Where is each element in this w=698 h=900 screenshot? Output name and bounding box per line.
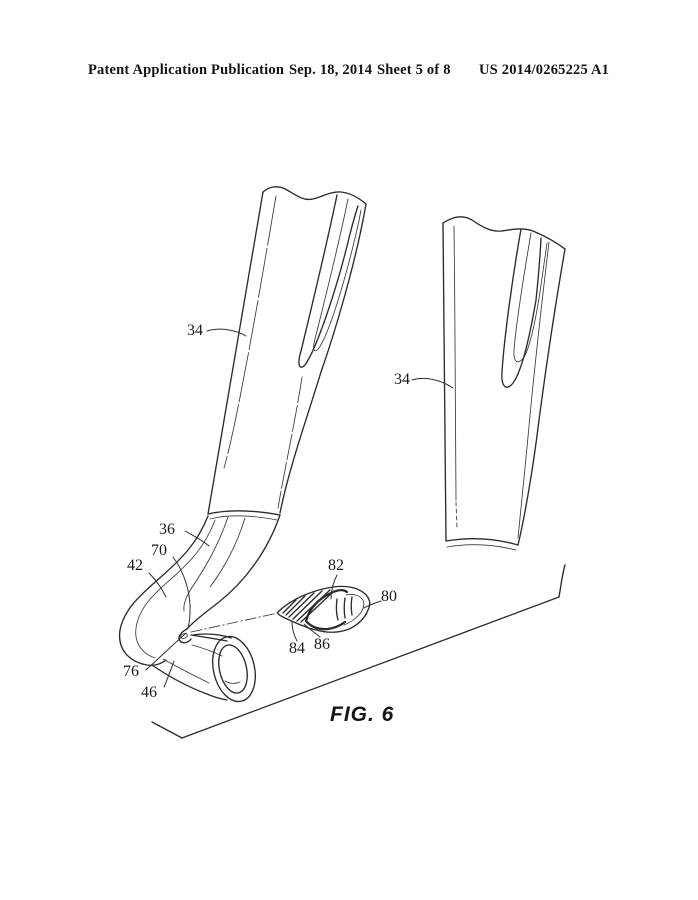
alignment-centerline (190, 612, 279, 633)
ground-plane-lines (151, 564, 566, 739)
leader-42 (148, 572, 167, 598)
insert-outline (276, 585, 371, 633)
header-patent-number: US 2014/0265225 A1 (479, 62, 610, 78)
header-date: Sep. 18, 2014 (289, 62, 373, 78)
ref-label-46: 46 (141, 684, 157, 701)
front-groove-inner (513, 232, 548, 363)
tube-inner-rim (218, 644, 248, 694)
ref-label-76: 76 (123, 663, 139, 680)
shaft-groove-inner (313, 198, 362, 352)
ground-line-left (151, 721, 183, 739)
ground-line-long (181, 596, 560, 739)
leader-70 (172, 556, 191, 629)
ref-label-84: 84 (289, 640, 305, 657)
ref-label-82: 82 (328, 557, 344, 574)
front-inner-stitch-tail (455, 501, 458, 528)
leader-34-left (206, 328, 247, 337)
hosel-right-curve-to-notch (186, 514, 281, 630)
front-top-break-line (442, 216, 566, 250)
tube-reflection-line (224, 680, 241, 684)
ref-label-42: 42 (127, 557, 143, 574)
leader-80 (363, 600, 382, 609)
leader-82 (330, 574, 338, 600)
leader-36 (184, 530, 210, 547)
ref-label-34-right: 34 (394, 371, 410, 388)
shaft-inner-left-line (223, 195, 277, 469)
hosel-seam-line (207, 510, 281, 516)
strap-bottom-line (191, 644, 223, 657)
ref-label-36: 36 (159, 521, 175, 538)
insert-rim-inner (343, 593, 365, 626)
shaft-left-edge (207, 191, 264, 515)
hosel-shading-line-2 (209, 517, 246, 588)
front-left-edge (442, 222, 447, 542)
hosel-inner-curve (135, 519, 216, 659)
figure-caption: FIG. 6 (330, 703, 395, 726)
hosel-shading-line-1 (183, 516, 229, 612)
notch-hole (180, 633, 188, 639)
ref-label-34-left: 34 (187, 322, 203, 339)
sole-inner-line (162, 658, 210, 684)
leader-46 (163, 660, 175, 688)
front-inner-stitch-line (453, 225, 457, 501)
ref-label-70: 70 (151, 542, 167, 559)
insert-fold-bottom (304, 619, 347, 631)
shaft-front-view-figure (442, 216, 566, 551)
hosel-seam-line-2 (209, 515, 278, 521)
leader-86 (303, 623, 321, 638)
header-sheet-number: Sheet 5 of 8 (377, 62, 451, 78)
sole-outline (151, 664, 228, 701)
insert-hatching (282, 589, 335, 623)
leader-34-right (411, 377, 454, 389)
front-groove-outer (501, 228, 542, 388)
notch-hook (178, 628, 192, 644)
ref-label-80: 80 (381, 588, 397, 605)
main-assembly-figure (118, 186, 367, 703)
shaft-groove-outer (298, 194, 359, 368)
header-publication: Patent Application Publication (88, 62, 285, 78)
leader-84 (291, 621, 298, 642)
front-groove-edge-line (517, 241, 550, 539)
tip-insert-figure (276, 585, 371, 633)
leader-lines (145, 328, 454, 688)
shaft-top-break-line (262, 186, 367, 205)
front-bottom-edge (445, 538, 519, 546)
ground-line-right (558, 564, 566, 598)
front-right-edge (517, 248, 566, 546)
ref-label-86: 86 (314, 636, 330, 653)
shaft-inner-right-line (277, 376, 303, 509)
shaft-right-edge (279, 203, 367, 514)
leader-76 (145, 632, 187, 671)
strap-top-line (190, 634, 228, 642)
tube-outer-rim (212, 635, 256, 703)
insert-cup-shading (335, 596, 353, 621)
front-bottom-edge-2 (446, 544, 517, 551)
